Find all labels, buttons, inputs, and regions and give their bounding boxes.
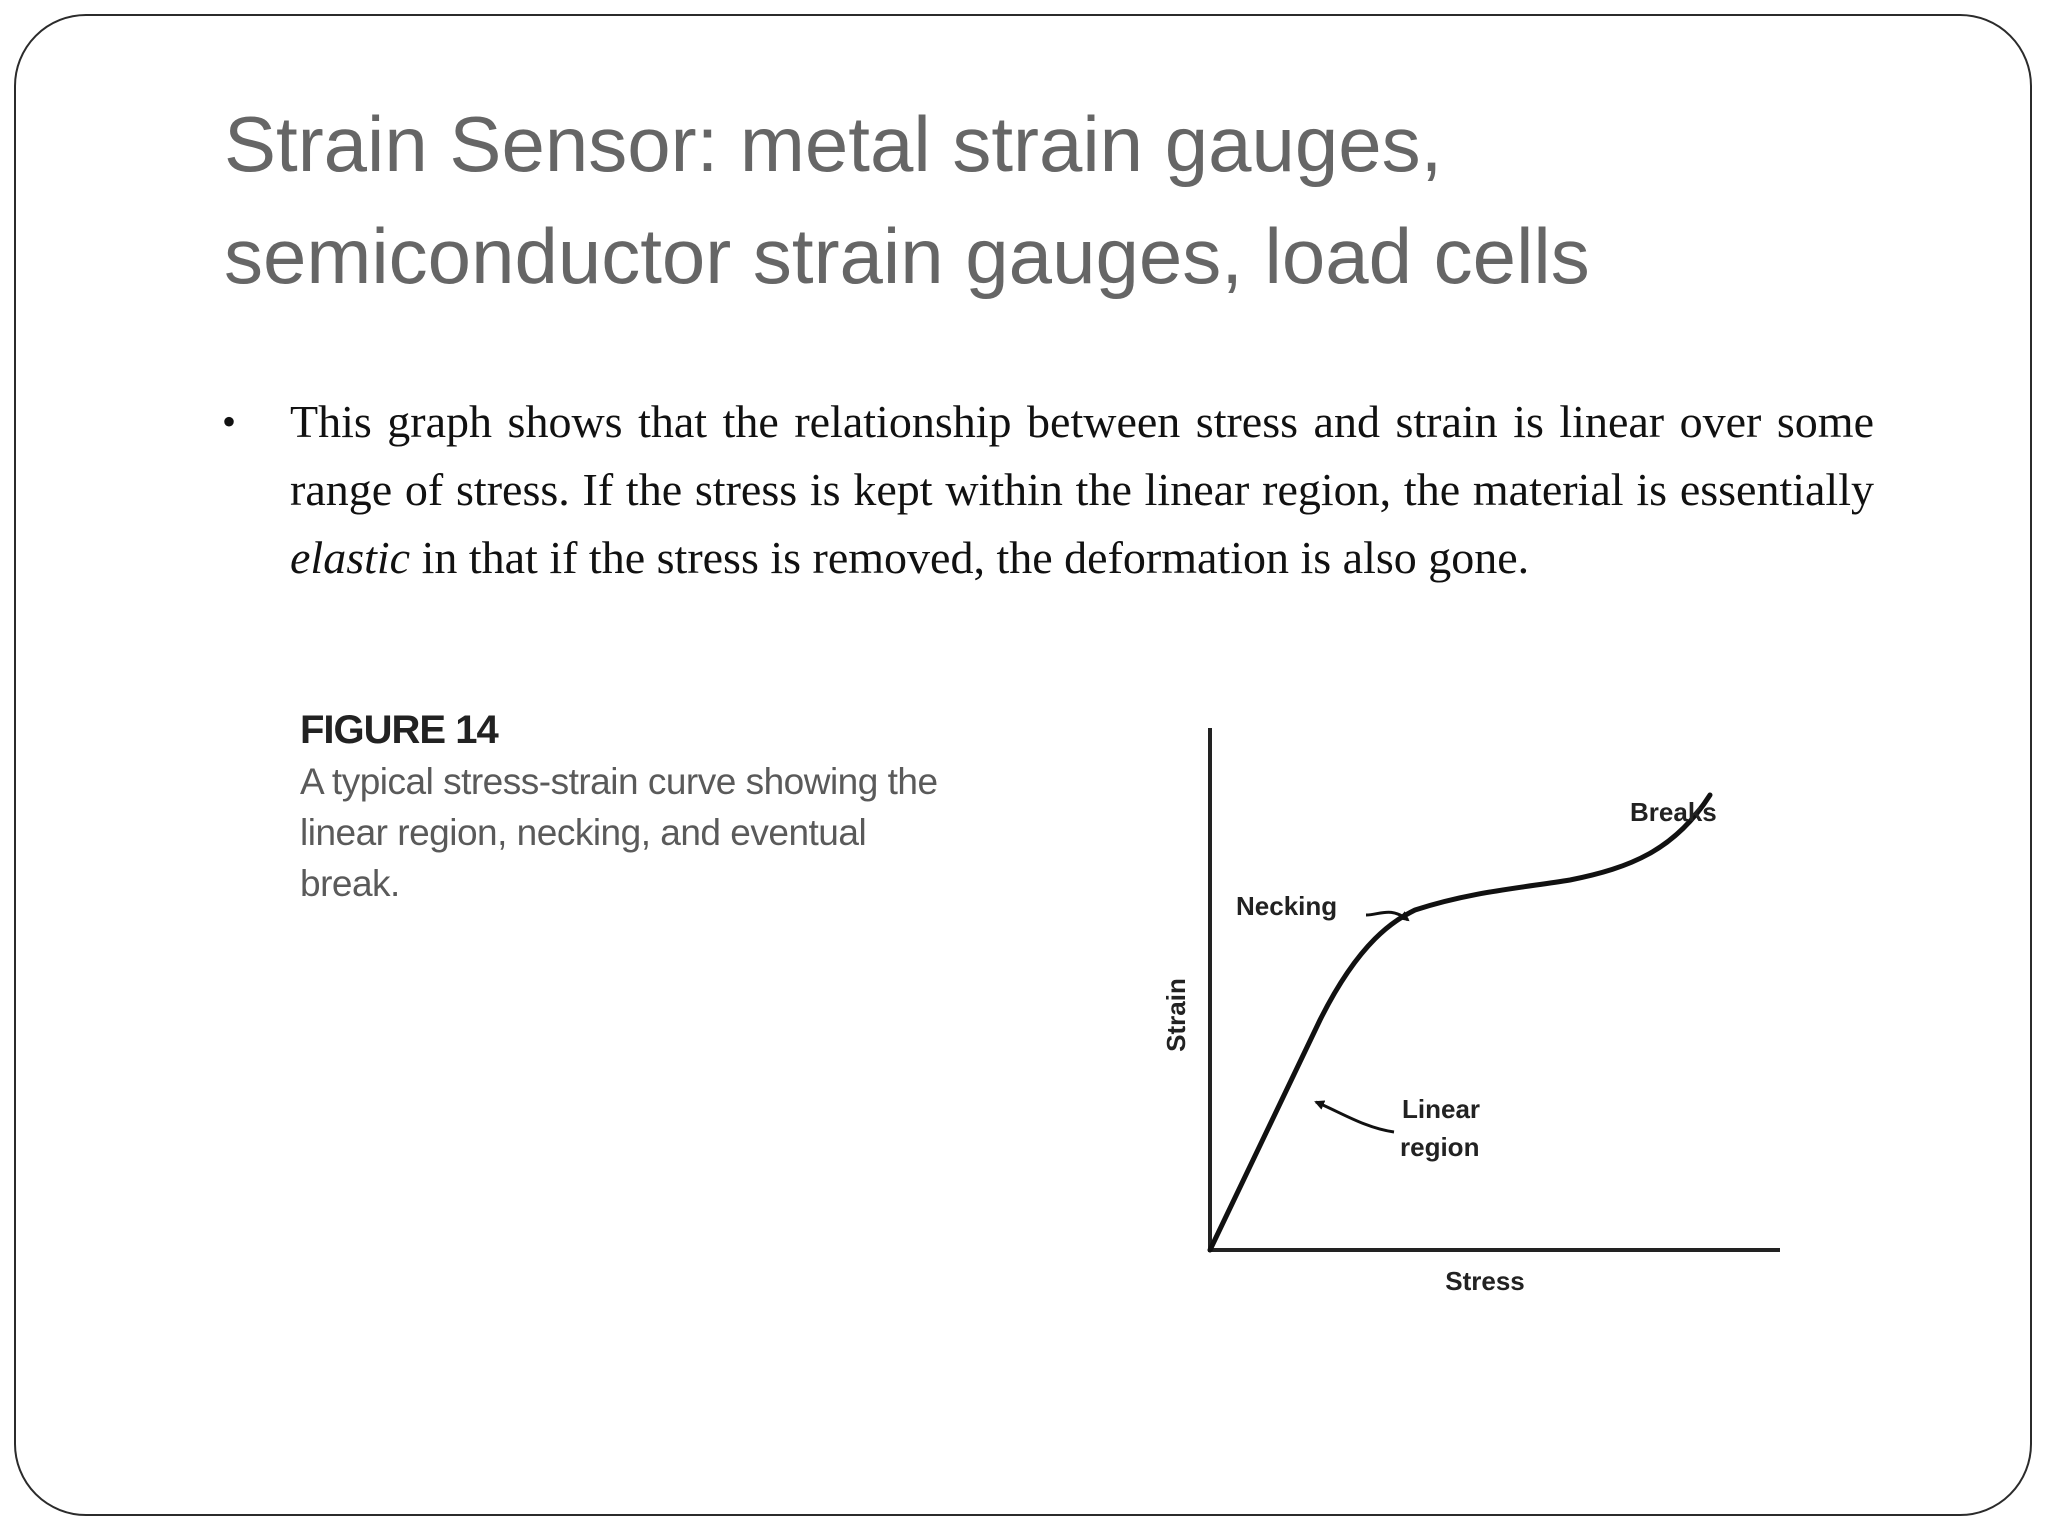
slide-title: Strain Sensor: metal strain gauges, semi… — [224, 88, 1924, 312]
stress-strain-chart: Breaks Necking Linear region Strain Stre… — [1140, 710, 1800, 1330]
figure-description-line-3: break. — [300, 863, 400, 904]
y-axis-label: Strain — [1161, 978, 1191, 1052]
slide-title-line-1: Strain Sensor: metal strain gauges, — [224, 100, 1443, 188]
linear-region-arrow — [1314, 1100, 1395, 1134]
bullet-point: • This graph shows that the relationship… — [222, 388, 1874, 592]
bullet-text-end: in that if the stress is removed, the de… — [410, 532, 1530, 583]
x-axis-label: Stress — [1445, 1266, 1525, 1296]
necking-annotation: Necking — [1236, 891, 1337, 921]
slide-title-line-2: semiconductor strain gauges, load cells — [224, 212, 1590, 300]
figure-caption: FIGURE 14 A typical stress-strain curve … — [300, 704, 1080, 909]
bullet-text-emphasis: elastic — [290, 532, 411, 583]
figure-description-line-2: linear region, necking, and eventual — [300, 812, 867, 853]
figure-description: A typical stress-strain curve showing th… — [300, 756, 1080, 909]
breaks-annotation: Breaks — [1630, 797, 1717, 827]
figure-description-line-1: A typical stress-strain curve showing th… — [300, 761, 938, 802]
necking-arrow — [1365, 910, 1410, 922]
stress-strain-curve — [1207, 792, 1713, 1253]
linear-region-annotation-line-2: region — [1400, 1132, 1479, 1162]
slide-frame — [14, 14, 2032, 1516]
figure-label: FIGURE 14 — [300, 708, 499, 752]
bullet-icon: • — [222, 399, 237, 444]
bullet-text-start: This graph shows that the relationship b… — [290, 396, 1874, 515]
stress-strain-chart-svg: Breaks Necking Linear region Strain Stre… — [1161, 728, 1780, 1296]
bullet-text: This graph shows that the relationship b… — [290, 388, 1874, 592]
linear-region-annotation-line-1: Linear — [1402, 1094, 1480, 1124]
